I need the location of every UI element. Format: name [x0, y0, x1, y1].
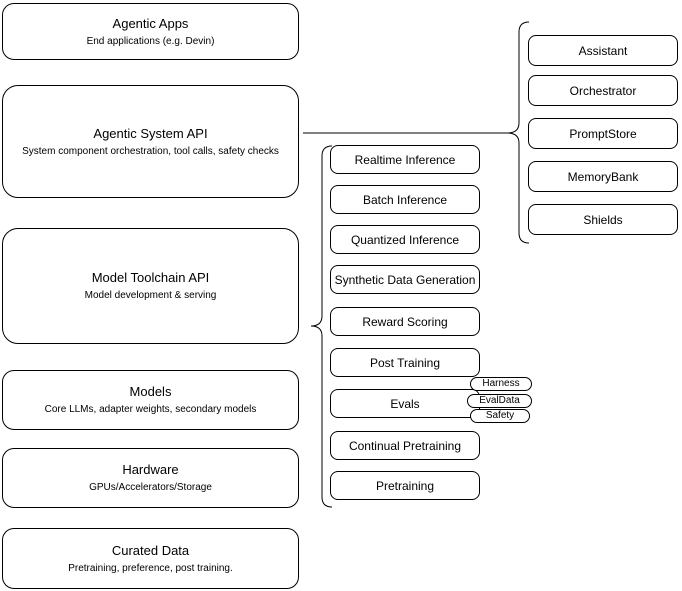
node-post-training: Post Training: [330, 348, 480, 377]
node-batch-inference: Batch Inference: [330, 185, 480, 214]
node-subtitle: End applications (e.g. Devin): [86, 35, 215, 47]
node-evals: Evals: [330, 389, 480, 418]
node-label: Evals: [390, 396, 420, 411]
node-label: Shields: [583, 212, 623, 227]
node-subtitle: System component orchestration, tool cal…: [22, 145, 279, 157]
node-reward-scoring: Reward Scoring: [330, 307, 480, 336]
tag-label: EvalData: [479, 395, 520, 406]
node-label: Batch Inference: [362, 192, 448, 207]
node-orchestrator: Orchestrator: [528, 75, 678, 106]
node-pretraining: Pretraining: [330, 471, 480, 500]
node-label: Orchestrator: [569, 83, 637, 98]
node-title: Agentic Apps: [112, 15, 189, 31]
node-model-toolchain-api: Model Toolchain API Model development & …: [2, 228, 299, 344]
node-label: Realtime Inference: [354, 152, 456, 167]
node-agentic-apps: Agentic Apps End applications (e.g. Devi…: [2, 3, 299, 60]
tag-safety: Safety: [470, 409, 530, 423]
node-memorybank: MemoryBank: [528, 161, 678, 192]
node-subtitle: Core LLMs, adapter weights, secondary mo…: [44, 404, 257, 415]
node-shields: Shields: [528, 204, 678, 235]
node-subtitle: GPUs/Accelerators/Storage: [89, 482, 212, 493]
node-label: Continual Pretraining: [348, 438, 462, 453]
node-quantized-inference: Quantized Inference: [330, 225, 480, 254]
node-continual-pretraining: Continual Pretraining: [330, 431, 480, 460]
node-synthetic-data-generation: Synthetic Data Generation: [330, 265, 480, 294]
brace-system-components: [506, 21, 530, 244]
node-label: MemoryBank: [567, 169, 639, 184]
tag-label: Safety: [485, 410, 515, 421]
node-curated-data: Curated Data Pretraining, preference, po…: [2, 528, 299, 589]
node-agentic-system-api: Agentic System API System component orch…: [2, 85, 299, 198]
tag-label: Harness: [482, 378, 520, 389]
node-label: Quantized Inference: [350, 232, 460, 247]
node-label: Pretraining: [375, 478, 435, 493]
node-models: Models Core LLMs, adapter weights, secon…: [2, 370, 299, 430]
node-label: PromptStore: [569, 126, 637, 141]
node-title: Agentic System API: [93, 125, 208, 141]
tag-harness: Harness: [470, 377, 532, 391]
node-realtime-inference: Realtime Inference: [330, 145, 480, 174]
node-label: Assistant: [578, 43, 628, 58]
node-subtitle: Model development & serving: [84, 290, 217, 301]
node-subtitle: Pretraining, preference, post training.: [68, 562, 233, 574]
node-title: Models: [129, 384, 172, 399]
node-label: Post Training: [369, 355, 441, 370]
node-title: Curated Data: [111, 542, 190, 558]
node-label: Reward Scoring: [362, 314, 448, 329]
node-title: Hardware: [122, 462, 179, 477]
node-promptstore: PromptStore: [528, 118, 678, 149]
node-label: Synthetic Data Generation: [334, 272, 476, 287]
tag-evaldata: EvalData: [467, 394, 532, 408]
brace-toolchain-items: [310, 145, 333, 508]
node-assistant: Assistant: [528, 35, 678, 66]
node-title: Model Toolchain API: [91, 270, 210, 285]
node-hardware: Hardware GPUs/Accelerators/Storage: [2, 448, 299, 508]
